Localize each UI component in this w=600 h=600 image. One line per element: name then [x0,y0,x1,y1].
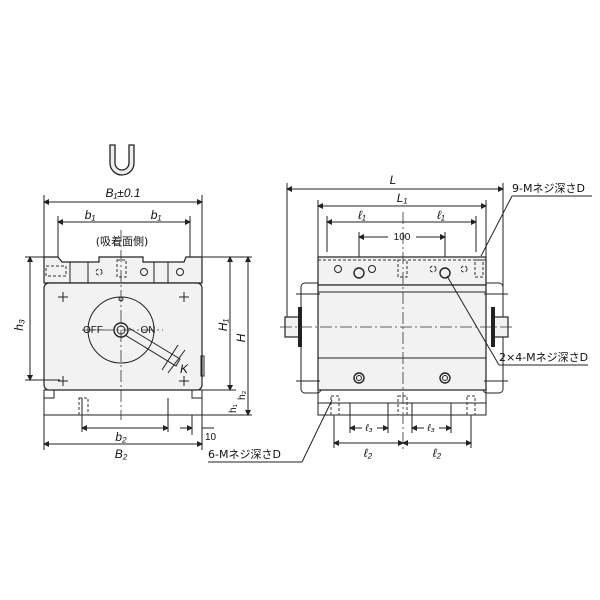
l3-dimension-label-left: ℓ₃ [364,423,372,434]
switch-handle [124,327,186,374]
L1-dimension-label: L₁ [397,191,408,205]
mounting-cross-marks [58,292,189,386]
h3-dimension-label: h₃ [12,319,26,331]
l2-dimension-label-right: ℓ₂ [433,446,442,460]
B1-dimension-label: B₁±0.1 [105,186,140,200]
l3-dimension-label-right: ℓ₃ [426,423,434,434]
ten-dimension-label: 10 [205,432,217,443]
six-thread-note: 6-Mネジ深さD [208,448,281,461]
h1-dimension-label: h₁ [228,403,239,413]
l1-dimension-label-left: ℓ₁ [358,208,366,222]
L-dimension-label: L [390,173,397,187]
side-view: L L₁ ℓ₁ ℓ₁ 100 [280,173,592,460]
l2-dimension-label-left: ℓ₂ [364,446,373,460]
H-dimension-label: H [234,333,248,342]
l1-dimension-label-right: ℓ₁ [437,208,445,222]
off-label: OFF [83,325,103,336]
B2-dimension-label: B₂ [115,447,128,461]
b2-dimension-label: b₂ [115,430,127,444]
K-dimension-label: K [180,362,189,376]
h2-dimension-label: h₂ [237,390,248,400]
magnet-icon [109,144,135,176]
front-view: B₁±0.1 b₁ b₁ (吸着面側) [12,186,333,463]
b1-dimension-label-left: b₁ [85,208,96,222]
b1-dimension-label-right: b₁ [151,208,162,222]
H1-dimension-label: H₁ [216,319,230,332]
on-label: ON [141,325,156,336]
suction-side-label: (吸着面側) [96,234,149,248]
hundred-dimension-label: 100 [394,232,411,243]
two-by-four-thread-note: 2×4-Mネジ深さD [499,351,588,364]
nine-thread-note: 9-Mネジ深さD [512,182,585,195]
